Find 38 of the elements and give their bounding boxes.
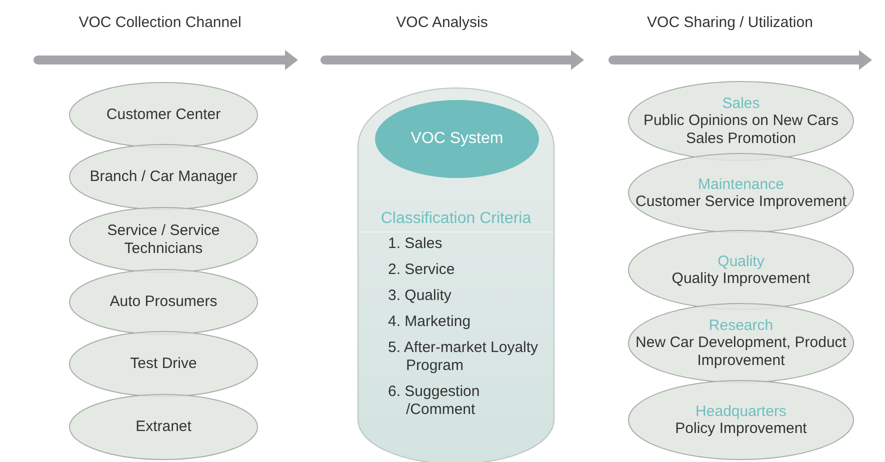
node-label: Quality Improvement <box>672 270 810 288</box>
node-label: Extranet <box>136 418 192 436</box>
node-label: Auto Prosumers <box>110 293 218 311</box>
department-heading: Research <box>708 316 774 334</box>
list-item: 3. Quality <box>388 287 452 305</box>
channel-ellipse <box>69 144 258 210</box>
department-ellipse <box>628 153 854 233</box>
channel-ellipse <box>69 82 258 148</box>
channel-ellipse <box>69 394 258 460</box>
department-heading: Sales <box>722 94 760 112</box>
node-label: Test Drive <box>130 355 197 373</box>
list-item: 1. Sales <box>388 235 444 253</box>
node-label: Public Opinions on New Cars Sales Promotion <box>642 112 840 148</box>
analysis-capsule <box>358 88 554 462</box>
node-label: VOC System <box>410 130 504 148</box>
node-label: Customer Service Improvement <box>636 192 846 210</box>
system-ellipse <box>375 100 539 178</box>
column-heading: VOC Collection Channel <box>78 14 242 31</box>
node-label: Service / Service Technicians <box>106 222 221 258</box>
department-heading: Quality <box>718 252 764 270</box>
node-label: Branch / Car Manager <box>90 168 238 186</box>
department-ellipse <box>628 380 854 460</box>
list-item: 4. Marketing <box>388 313 472 331</box>
list-item: 5. After-market Loyalty Program <box>388 339 540 375</box>
department-ellipse <box>628 303 854 383</box>
node-label: Customer Center <box>106 106 221 124</box>
department-heading: Headquarters <box>696 402 786 420</box>
list-item: 2. Service <box>388 261 456 279</box>
channel-ellipse <box>69 207 258 273</box>
channel-ellipse <box>69 269 258 335</box>
column-heading: VOC Sharing / Utilization <box>647 14 813 31</box>
list-item: 6. Suggestion /Comment <box>388 383 481 419</box>
column-heading: VOC Analysis <box>396 14 488 31</box>
section-heading: Classification Criteria <box>380 210 532 227</box>
department-heading: Maintenance <box>698 176 784 192</box>
channel-ellipse <box>69 331 258 397</box>
node-label: New Car Development, Product Improvement <box>634 334 848 370</box>
node-label: Policy Improvement <box>675 420 807 438</box>
